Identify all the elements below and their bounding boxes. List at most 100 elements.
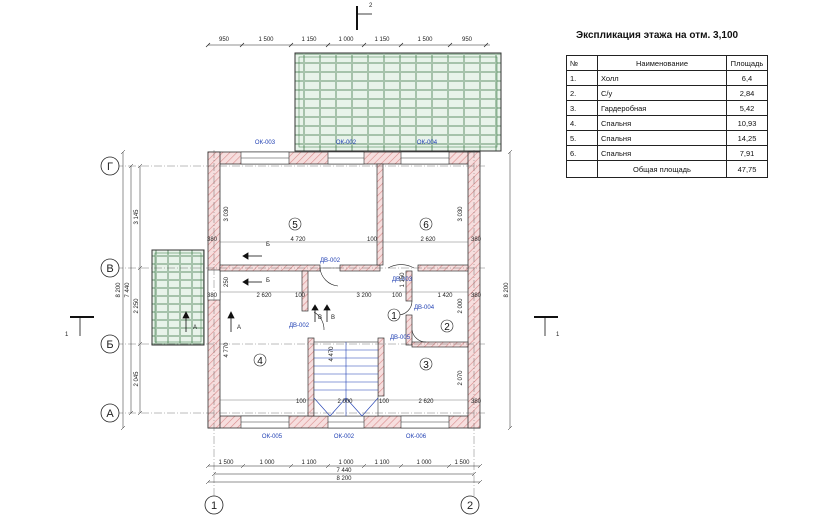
right-dim: 8 200 [504, 282, 510, 298]
bottom-dim-total-outer: 8 200 [336, 476, 352, 482]
top-dim-7: 950 [462, 37, 473, 43]
row-name: Гардеробная [597, 100, 727, 116]
section-arrows [182, 252, 331, 332]
inner-dim-25: 4 470 [329, 346, 335, 362]
header-name: Наименование [597, 55, 727, 71]
section-label-v-2: В [331, 315, 335, 321]
door-label-5: ДВ-002 [289, 323, 310, 329]
door-label-2: ДВ-003 [392, 277, 413, 283]
total-no [566, 160, 598, 178]
section-mark-a-right: 1 [534, 316, 560, 338]
table-header-row: № Наименование Площадь [566, 55, 768, 71]
total-label: Общая площадь [597, 160, 727, 178]
row-axis-bubbles: Г В Б А [100, 156, 120, 423]
inner-dim-11: 1 420 [437, 293, 453, 299]
window-label-6: ОК-006 [406, 434, 427, 440]
axis-row-b: Б [106, 339, 113, 351]
section-label-a-1: А [193, 325, 197, 331]
row-area: 10,93 [726, 115, 768, 131]
window-label-5: ОК-002 [334, 434, 355, 440]
table-total-row: Общая площадь 47,75 [566, 160, 768, 178]
window-label-4: ОК-005 [262, 434, 283, 440]
row-no: 3. [566, 100, 598, 116]
inner-dim-20: 2 000 [458, 298, 464, 314]
left-dim-outer: 8 200 [116, 282, 122, 298]
inner-dim-2: 4 720 [290, 237, 306, 243]
inner-dim-13: 100 [296, 399, 307, 405]
door-swings [313, 264, 427, 343]
door-label-1: ДВ-002 [320, 258, 341, 264]
bottom-dim-1: 1 500 [218, 460, 234, 466]
interior-walls [219, 163, 469, 417]
row-area: 2,84 [726, 85, 768, 101]
header-no: № [566, 55, 598, 71]
header-area: Площадь [726, 55, 768, 71]
row-no: 2. [566, 85, 598, 101]
room-number-1: 1 [391, 311, 397, 322]
explication-panel: Экспликация этажа на отм. 3,100 № Наимен… [566, 30, 768, 178]
right-dimension-line [507, 149, 513, 431]
section-mark-top: 2 [356, 3, 373, 30]
axis-row-g: Г [107, 161, 113, 173]
room-number-3: 3 [423, 360, 429, 371]
axis-col-2: 2 [467, 500, 473, 512]
inner-dim-6: 380 [207, 293, 218, 299]
total-area: 47,75 [726, 160, 768, 178]
top-dimension-line: 950 1 500 1 150 1 000 1 150 1 500 950 [205, 37, 490, 48]
section-label-b-1: Б [266, 242, 270, 248]
room-number-2: 2 [444, 322, 450, 333]
explication-title: Экспликация этажа на отм. 3,100 [576, 30, 739, 41]
inner-dim-17: 380 [471, 399, 482, 405]
window-label-2: ОК-002 [336, 140, 357, 146]
door-label-4: ДВ-005 [390, 335, 411, 341]
row-area: 5,42 [726, 100, 768, 116]
row-area: 14,25 [726, 130, 768, 146]
bottom-dim-5: 1 100 [374, 460, 390, 466]
row-no: 4. [566, 115, 598, 131]
section-mark-top-label: 2 [369, 3, 373, 9]
inner-dim-15: 100 [379, 399, 390, 405]
col-axis-bubbles: 1 2 [204, 495, 480, 515]
section-mark-a-left-label: 1 [65, 332, 69, 338]
row-name: Спальня [597, 130, 727, 146]
left-dim-inner-3: 2 045 [134, 371, 140, 387]
bottom-dim-total-inner: 7 440 [336, 468, 352, 474]
axis-row-v: В [106, 263, 113, 275]
row-area: 6,4 [726, 70, 768, 86]
top-dim-5: 1 150 [374, 37, 390, 43]
inner-dim-19: 3 030 [458, 206, 464, 222]
grid-lines [115, 150, 485, 500]
table-row: 5. Спальня 14,25 [566, 130, 768, 146]
bottom-dim-2: 1 000 [259, 460, 275, 466]
inner-dim-5: 380 [471, 237, 482, 243]
section-label-a-2: А [237, 325, 241, 331]
bottom-dim-7: 1 500 [454, 460, 470, 466]
row-name: Спальня [597, 145, 727, 161]
inner-dimension-texts: 380 4 720 100 2 620 380 380 2 620 100 3 … [207, 206, 482, 405]
table-row: 1. Холл 6,4 [566, 70, 768, 86]
row-no: 6. [566, 145, 598, 161]
row-name: Холл [597, 70, 727, 86]
axis-col-1: 1 [211, 500, 217, 512]
table-row: 2. С/у 2,84 [566, 85, 768, 101]
left-dimension-lines [120, 149, 143, 431]
row-area: 7,91 [726, 145, 768, 161]
row-name: Спальня [597, 115, 727, 131]
row-no: 1. [566, 70, 598, 86]
inner-dim-10: 100 [392, 293, 403, 299]
window-label-3: ОК-004 [417, 140, 438, 146]
top-dim-4: 1 000 [338, 37, 354, 43]
top-balcony [294, 52, 502, 152]
inner-dim-14: 2 000 [337, 399, 353, 405]
row-no: 5. [566, 130, 598, 146]
section-label-v-1: В [318, 315, 322, 321]
top-dim-3: 1 150 [301, 37, 317, 43]
inner-dim-18: 3 030 [224, 206, 230, 222]
inner-dim-24: 250 [224, 276, 230, 287]
left-dim-inner-1: 3 145 [134, 209, 140, 225]
section-mark-a-right-label: 1 [556, 332, 560, 338]
room-number-6: 6 [423, 220, 429, 231]
bottom-dim-6: 1 000 [416, 460, 432, 466]
explication-table: № Наименование Площадь 1. Холл 6,4 2. С/… [566, 55, 768, 178]
window-labels: ОК-003 ОК-002 ОК-004 ОК-005 ОК-002 ОК-00… [255, 140, 438, 440]
